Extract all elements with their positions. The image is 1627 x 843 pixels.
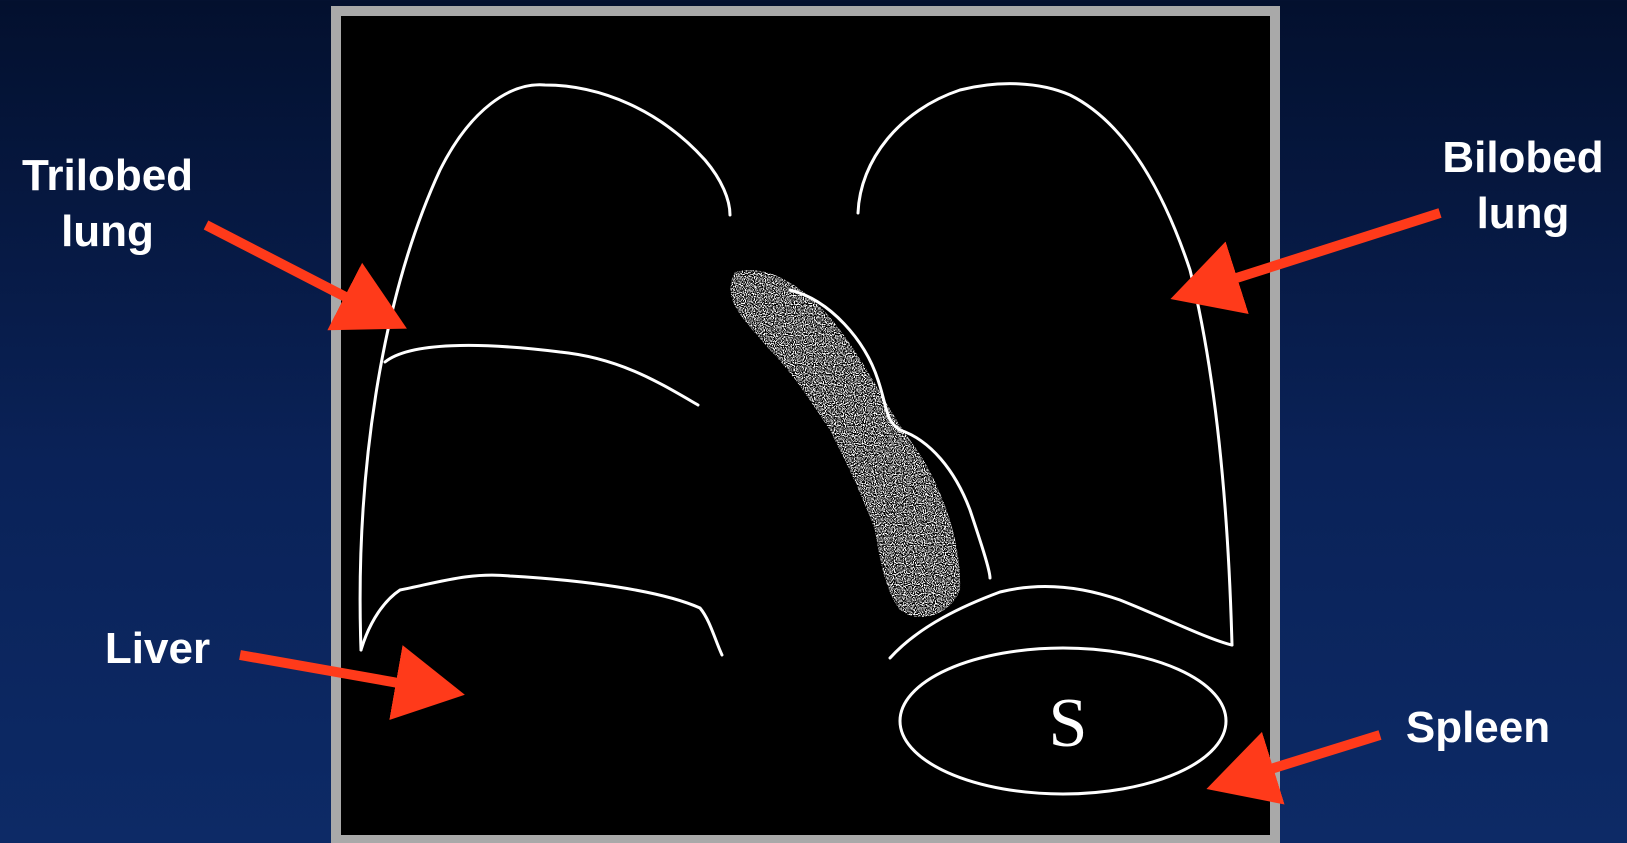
trilobed-lung-label-line1: Trilobed	[10, 148, 205, 204]
liver-label: Liver	[95, 621, 220, 677]
trilobed-lung-label-line2: lung	[10, 204, 205, 260]
trilobed-lung-label: Trilobed lung	[10, 148, 205, 260]
spleen-label: Spleen	[1398, 700, 1558, 756]
diagram-frame	[331, 6, 1280, 843]
bilobed-lung-label-line1: Bilobed	[1428, 130, 1618, 186]
bilobed-lung-label: Bilobed lung	[1428, 130, 1618, 242]
bilobed-lung-label-line2: lung	[1428, 186, 1618, 242]
